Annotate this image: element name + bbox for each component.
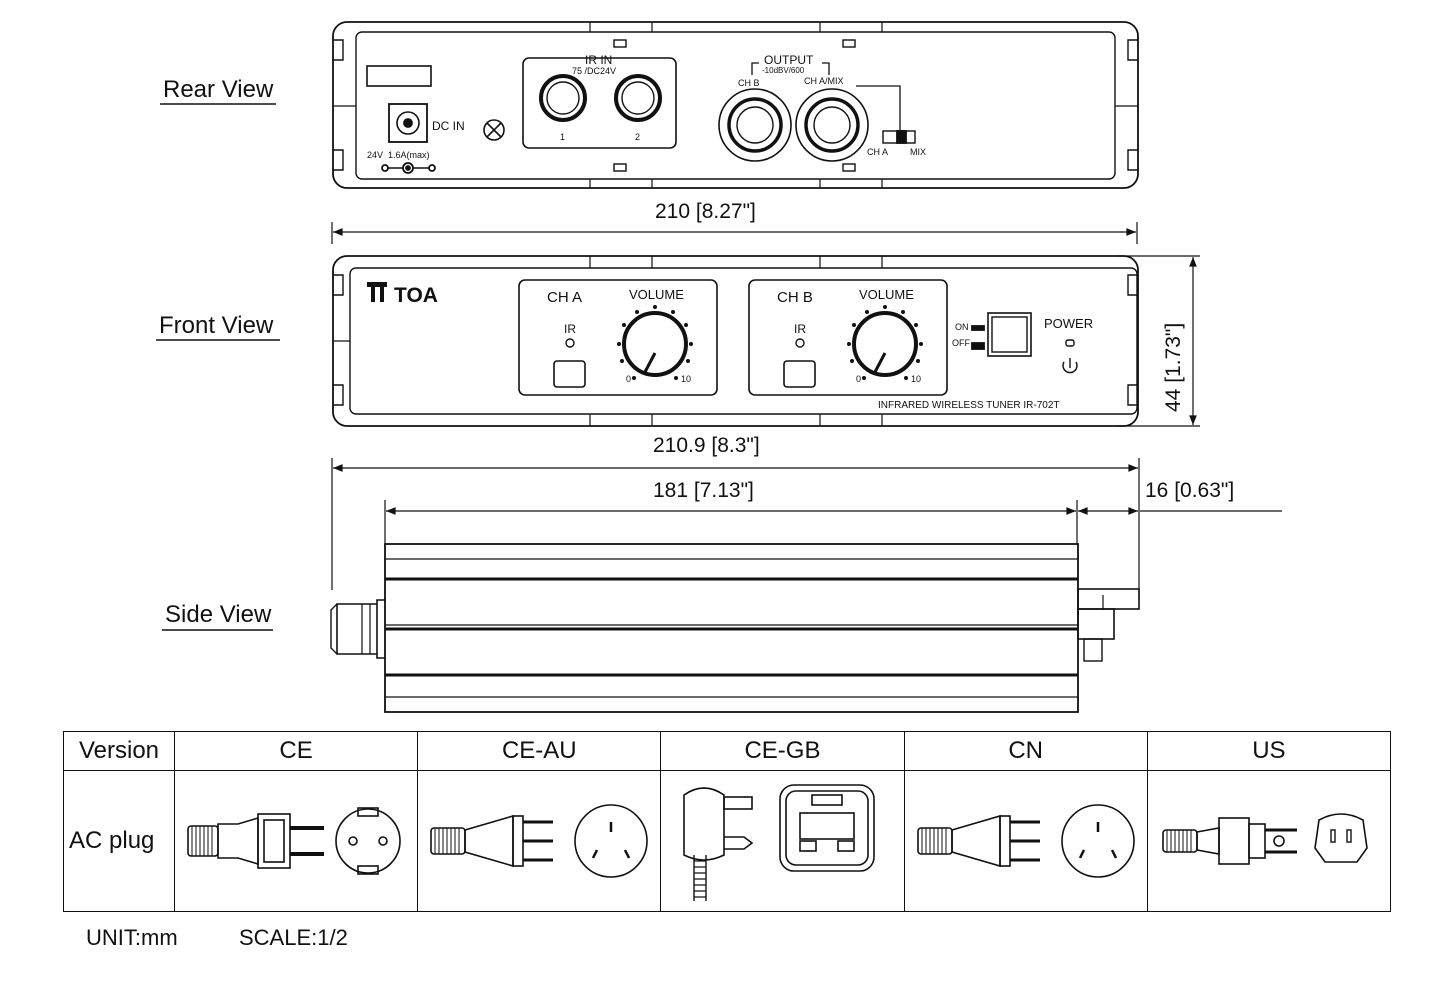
dimension-width-rear-label: 210 [8.27"] — [655, 200, 756, 223]
rear-text: DC IN 24V 1.6A(max) IR IN 75 /DC24V 1 2 … — [367, 53, 926, 160]
ce-gb-plug-cell — [660, 770, 905, 912]
dimension-height — [1118, 255, 1200, 427]
version-header: Version — [63, 731, 175, 771]
brand-logo-text: TOA — [394, 284, 438, 307]
model-name: INFRARED WIRELESS TUNER IR-702T — [878, 400, 1060, 411]
knob-scale-dots — [617, 305, 923, 380]
ce-plug-icon — [187, 807, 401, 875]
output-label: OUTPUT — [764, 53, 814, 67]
dimension-height-label: 44 [1.73"] — [1162, 323, 1185, 412]
dc-in-label: DC IN — [432, 119, 465, 133]
scale-label: SCALE:1/2 — [239, 925, 348, 950]
side-view-body — [330, 543, 1140, 713]
output-ch-b-label: CH B — [738, 78, 760, 88]
front-panel — [332, 255, 1139, 427]
dimension-width-front — [331, 458, 1140, 600]
plug-table-row: AC plug — [63, 770, 1392, 912]
ch-a-volume-label: VOLUME — [629, 287, 684, 302]
ce-gb-plug-icon — [683, 784, 876, 901]
dimension-width-front-label: 210.9 [8.3"] — [653, 434, 760, 457]
toa-logo-icon — [367, 282, 387, 302]
cn-plug-cell — [903, 770, 1148, 912]
side-view-label: Side View — [165, 601, 272, 628]
ch-a-knob-max: 10 — [681, 374, 691, 384]
dc-current-label: 1.6A(max) — [388, 150, 430, 160]
ch-a-knob-min: 0 — [626, 374, 631, 384]
ch-a-ir-label: IR — [564, 322, 576, 336]
ac-plug-table: Version CE CE-AU CE-GB CN US AC plug — [63, 731, 1392, 912]
unit-label: UNIT:mm — [86, 925, 178, 950]
version-ce-au: CE-AU — [417, 731, 662, 771]
version-ce-gb: CE-GB — [660, 731, 905, 771]
ce-au-plug-icon — [430, 804, 649, 878]
ch-b-knob-min: 0 — [856, 374, 861, 384]
front-view-label-group: Front View — [156, 312, 280, 341]
ir-in-2-label: 2 — [635, 132, 640, 142]
us-plug-cell — [1146, 770, 1392, 912]
dimension-width-rear — [331, 222, 1138, 244]
cn-plug-icon — [916, 804, 1135, 878]
ch-b-knob-max: 10 — [911, 374, 921, 384]
dimension-knob-depth-label: 16 [0.63"] — [1145, 479, 1234, 502]
power-on-label: ON — [955, 322, 969, 332]
dimension-body-length-label: 181 [7.13"] — [653, 479, 754, 502]
us-plug-icon — [1162, 813, 1368, 865]
rear-view-label: Rear View — [163, 76, 274, 103]
ch-b-ir-label: IR — [794, 322, 806, 336]
version-ce: CE — [173, 731, 419, 771]
front-text: TOA CH A CH B VOLUME VOLUME IR IR 0 10 0… — [394, 284, 1093, 411]
power-off-label: OFF — [952, 338, 970, 348]
ac-plug-label: AC plug — [63, 770, 175, 912]
ir-in-1-label: 1 — [560, 132, 565, 142]
plug-table-header-row: Version CE CE-AU CE-GB CN US — [63, 731, 1392, 771]
side-view-label-group: Side View — [162, 601, 273, 631]
ir-in-spec: 75 /DC24V — [572, 66, 616, 76]
rear-view-label-group: Rear View — [160, 76, 276, 105]
dc-voltage-label: 24V — [367, 150, 383, 160]
ch-b-label: CH B — [777, 289, 813, 306]
version-cn: CN — [903, 731, 1148, 771]
dimension-body-length — [384, 500, 1282, 545]
switch-ch-a-label: CH A — [867, 147, 888, 157]
ce-au-plug-cell — [417, 770, 662, 912]
ir-in-label: IR IN — [585, 53, 612, 67]
ch-b-volume-label: VOLUME — [859, 287, 914, 302]
ce-plug-cell — [173, 770, 419, 912]
ch-a-label: CH A — [547, 289, 582, 306]
output-spec: -10dBV/600 — [762, 66, 805, 75]
power-label: POWER — [1044, 316, 1093, 331]
output-ch-a-mix-label: CH A/MIX — [804, 76, 844, 86]
front-view-label: Front View — [159, 312, 274, 339]
version-us: US — [1146, 731, 1392, 771]
rear-panel — [332, 21, 1139, 189]
switch-mix-label: MIX — [910, 147, 926, 157]
